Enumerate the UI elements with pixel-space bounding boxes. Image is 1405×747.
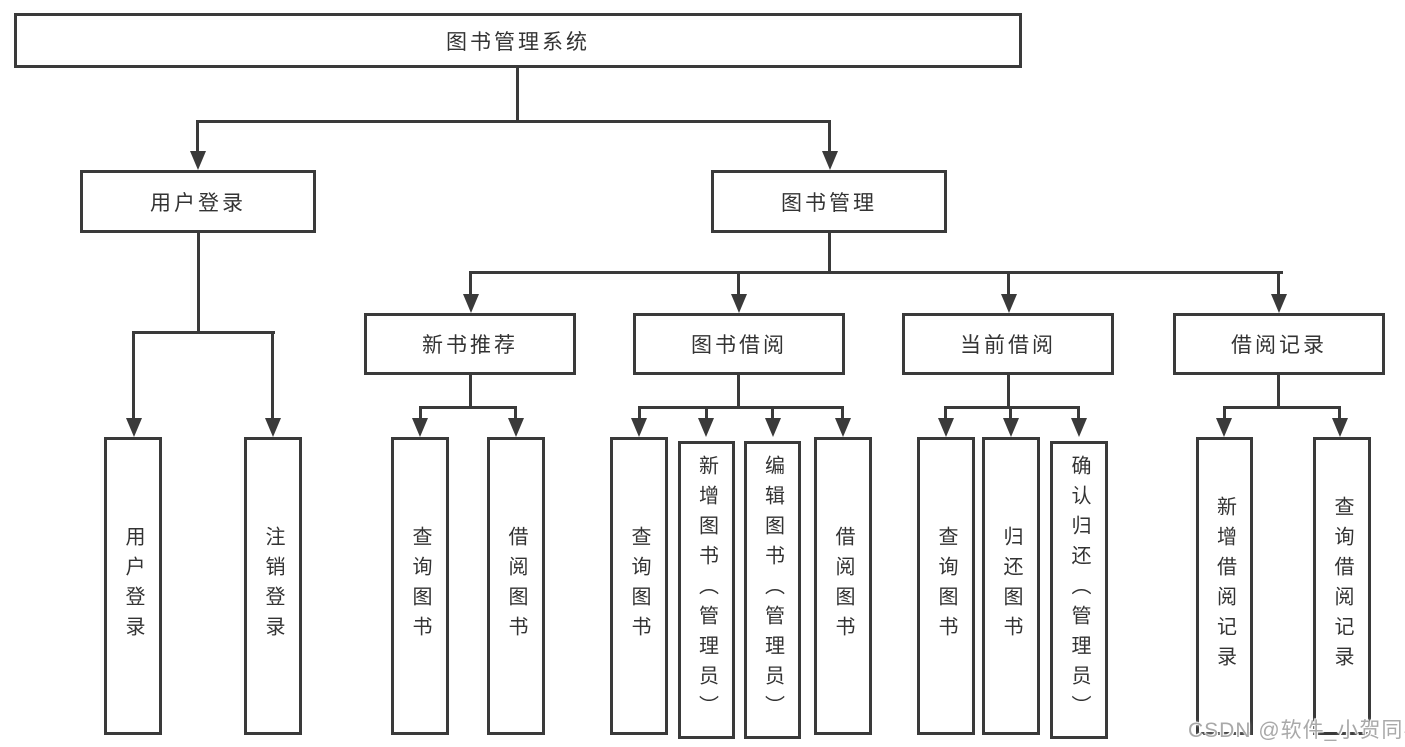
connector-line	[1223, 406, 1341, 409]
connector-line	[469, 271, 1283, 274]
connector-line	[841, 406, 844, 420]
connector-line	[516, 68, 519, 122]
arrowhead-down-icon	[1071, 418, 1087, 437]
leaf-borrow-book-recommend: 借阅图书	[487, 437, 545, 735]
connector-line	[197, 233, 200, 334]
leaf-query-book-current: 查询图书	[917, 437, 975, 735]
connector-line	[1338, 406, 1341, 420]
connector-line	[469, 375, 472, 409]
leaf-add-borrow-record-label: 新增借阅记录	[1213, 496, 1236, 676]
arrowhead-down-icon	[1271, 294, 1287, 313]
node-borrow-record-label: 借阅记录	[1231, 334, 1327, 357]
node-new-book-recommend: 新书推荐	[364, 313, 576, 375]
node-book-borrow: 图书借阅	[633, 313, 845, 375]
arrowhead-down-icon	[822, 151, 838, 170]
leaf-confirm-return-admin: 确认归还（管理员）	[1050, 441, 1108, 739]
node-root-label: 图书管理系统	[446, 30, 590, 54]
arrowhead-down-icon	[698, 418, 714, 437]
node-root: 图书管理系统	[14, 13, 1022, 68]
arrowhead-down-icon	[265, 418, 281, 437]
arrowhead-down-icon	[731, 294, 747, 313]
node-book-management-label: 图书管理	[781, 191, 877, 215]
connector-line	[419, 406, 517, 409]
connector-line	[1077, 406, 1080, 420]
connector-line	[132, 331, 275, 334]
leaf-user-login: 用户登录	[104, 437, 162, 735]
connector-line	[196, 120, 831, 123]
leaf-query-book-borrow: 查询图书	[610, 437, 668, 735]
connector-line	[469, 271, 472, 297]
leaf-query-book-current-label: 查询图书	[935, 526, 957, 646]
connector-line	[271, 331, 274, 419]
arrowhead-down-icon	[1003, 418, 1019, 437]
leaf-user-login-label: 用户登录	[122, 526, 144, 646]
node-book-borrow-label: 图书借阅	[691, 334, 787, 357]
connector-line	[737, 271, 740, 297]
leaf-add-borrow-record: 新增借阅记录	[1196, 437, 1253, 735]
connector-line	[1277, 271, 1280, 297]
leaf-edit-book-admin: 编辑图书（管理员）	[744, 441, 801, 739]
connector-line	[419, 406, 422, 420]
node-book-management: 图书管理	[711, 170, 947, 233]
connector-line	[1007, 271, 1010, 297]
connector-line	[1007, 375, 1010, 409]
leaf-query-borrow-record-label: 查询借阅记录	[1331, 496, 1353, 676]
connector-line	[638, 406, 844, 409]
csdn-watermark: CSDN @软件_小贺同学	[1188, 719, 1405, 742]
leaf-borrow-book-label: 借阅图书	[832, 526, 854, 646]
connector-line	[828, 120, 831, 154]
leaf-confirm-return-admin-label: 确认归还（管理员）	[1068, 455, 1090, 725]
leaf-add-book-admin: 新增图书（管理员）	[678, 441, 735, 739]
arrowhead-down-icon	[1001, 294, 1017, 313]
leaf-query-book-borrow-label: 查询图书	[628, 526, 650, 646]
arrowhead-down-icon	[126, 418, 142, 437]
arrowhead-down-icon	[190, 151, 206, 170]
connector-line	[944, 406, 1080, 409]
connector-line	[944, 406, 947, 420]
connector-line	[1223, 406, 1226, 420]
connector-line	[828, 233, 831, 274]
connector-line	[638, 406, 641, 420]
arrowhead-down-icon	[938, 418, 954, 437]
arrowhead-down-icon	[835, 418, 851, 437]
arrowhead-down-icon	[631, 418, 647, 437]
arrowhead-down-icon	[1332, 418, 1348, 437]
connector-line	[1009, 406, 1012, 420]
leaf-query-book-recommend-label: 查询图书	[409, 526, 431, 646]
connector-line	[132, 331, 135, 419]
leaf-query-book-recommend: 查询图书	[391, 437, 449, 735]
connector-line	[705, 406, 708, 420]
connector-line	[771, 406, 774, 420]
connector-line	[1277, 375, 1280, 409]
leaf-edit-book-admin-label: 编辑图书（管理员）	[761, 455, 784, 725]
arrowhead-down-icon	[765, 418, 781, 437]
connector-line	[737, 375, 740, 409]
node-user-login: 用户登录	[80, 170, 316, 233]
node-borrow-record: 借阅记录	[1173, 313, 1385, 375]
leaf-borrow-book-recommend-label: 借阅图书	[505, 526, 527, 646]
leaf-logout-label: 注销登录	[262, 526, 284, 646]
leaf-borrow-book: 借阅图书	[814, 437, 872, 735]
leaf-add-book-admin-label: 新增图书（管理员）	[695, 455, 718, 725]
arrowhead-down-icon	[1216, 418, 1232, 437]
leaf-return-book-label: 归还图书	[1000, 526, 1022, 646]
node-current-borrow: 当前借阅	[902, 313, 1114, 375]
leaf-return-book: 归还图书	[982, 437, 1040, 735]
leaf-logout: 注销登录	[244, 437, 302, 735]
node-user-login-label: 用户登录	[150, 191, 246, 215]
arrowhead-down-icon	[412, 418, 428, 437]
node-new-book-recommend-label: 新书推荐	[422, 334, 518, 357]
leaf-query-borrow-record: 查询借阅记录	[1313, 437, 1371, 735]
connector-line	[514, 406, 517, 420]
connector-line	[196, 120, 199, 154]
arrowhead-down-icon	[463, 294, 479, 313]
node-current-borrow-label: 当前借阅	[960, 334, 1056, 357]
arrowhead-down-icon	[508, 418, 524, 437]
